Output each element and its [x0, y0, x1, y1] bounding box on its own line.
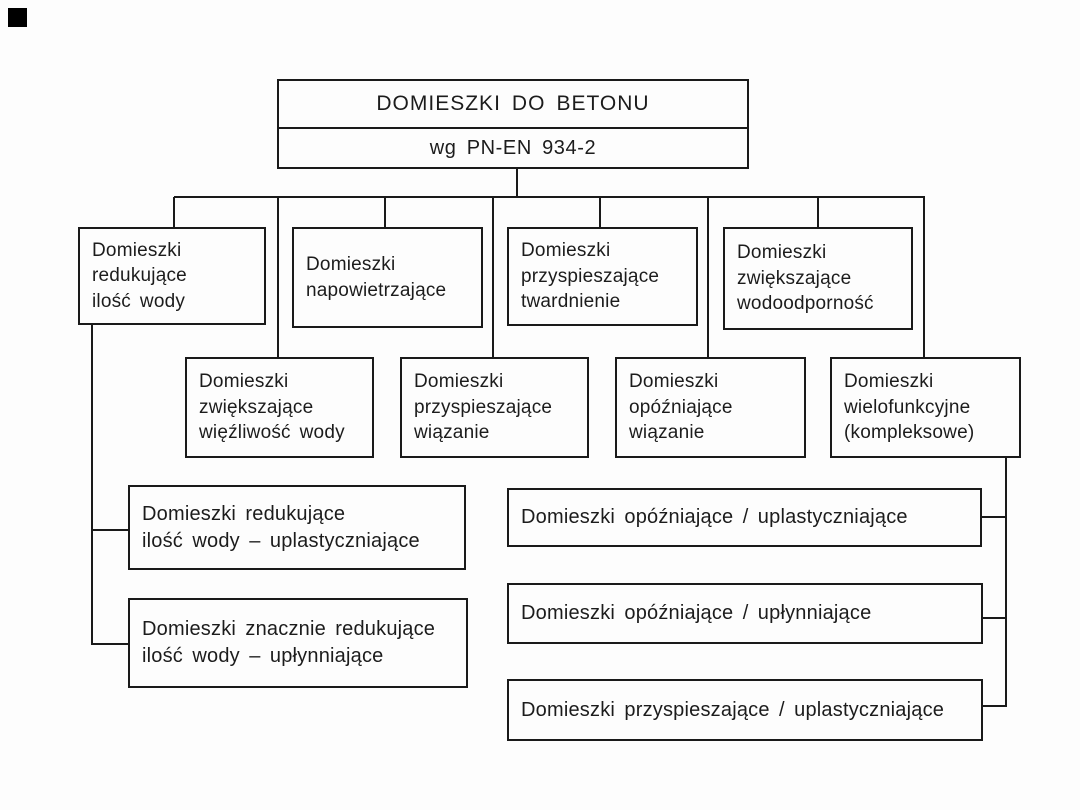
connector-right-stub-3 [981, 705, 1007, 707]
connector-stub-l2-3 [599, 197, 601, 228]
connector-right-stub-1 [980, 516, 1007, 518]
node-domieszki-przyspieszajace-wiazanie: Domieszki przyspieszające wiązanie [400, 357, 589, 458]
connector-stub-l2-1 [173, 197, 175, 228]
node-domieszki-redukujace-ilosc-wody: Domieszki redukujące ilość wody [78, 227, 266, 325]
connector-left-stub-1 [92, 529, 130, 531]
node-redukujace-uplastyczniajace: Domieszki redukujące ilość wody – uplast… [128, 485, 466, 570]
root-box: DOMIESZKI DO BETONU wg PN-EN 934-2 [277, 79, 749, 169]
node-domieszki-zwiekszajace-wiezliwosc-wody: Domieszki zwiększające więźliwość wody [185, 357, 374, 458]
connector-right-vertical [1005, 457, 1007, 707]
connector-left-vertical [91, 323, 93, 645]
connector-main-horizontal [174, 196, 925, 198]
connector-stub-l2-2 [384, 197, 386, 228]
node-domieszki-opozniajace-wiazanie: Domieszki opóźniające wiązanie [615, 357, 806, 458]
node-domieszki-zwiekszajace-wodoodpornosc: Domieszki zwiększające wodoodporność [723, 227, 913, 330]
connector-root-stem [516, 167, 518, 198]
node-przyspieszajace-uplastyczniajace: Domieszki przyspieszające / uplastycznia… [507, 679, 983, 741]
node-domieszki-napowietrzajace: Domieszki napowietrzające [292, 227, 483, 328]
node-opozniajace-uplastyczniajace: Domieszki opóźniające / uplastyczniające [507, 488, 982, 547]
connector-right-stub-2 [981, 617, 1007, 619]
node-domieszki-wielofunkcyjne: Domieszki wielofunkcyjne (kompleksowe) [830, 357, 1021, 458]
corner-mark [8, 8, 27, 27]
connector-left-stub-2 [92, 643, 130, 645]
connector-stub-l2-4 [817, 197, 819, 228]
node-znacznie-redukujace-uplynniajace: Domieszki znacznie redukujące ilość wody… [128, 598, 468, 688]
connector-drop-l3-4 [923, 197, 925, 358]
connector-drop-l3-1 [277, 197, 279, 358]
node-domieszki-przyspieszajace-twardnienie: Domieszki przyspieszające twardnienie [507, 227, 698, 326]
connector-drop-l3-2 [492, 197, 494, 358]
root-subtitle: wg PN-EN 934-2 [429, 136, 597, 159]
root-title: DOMIESZKI DO BETONU [279, 81, 747, 129]
connector-drop-l3-3 [707, 197, 709, 358]
node-opozniajace-uplynniajace: Domieszki opóźniające / upłynniające [507, 583, 983, 644]
